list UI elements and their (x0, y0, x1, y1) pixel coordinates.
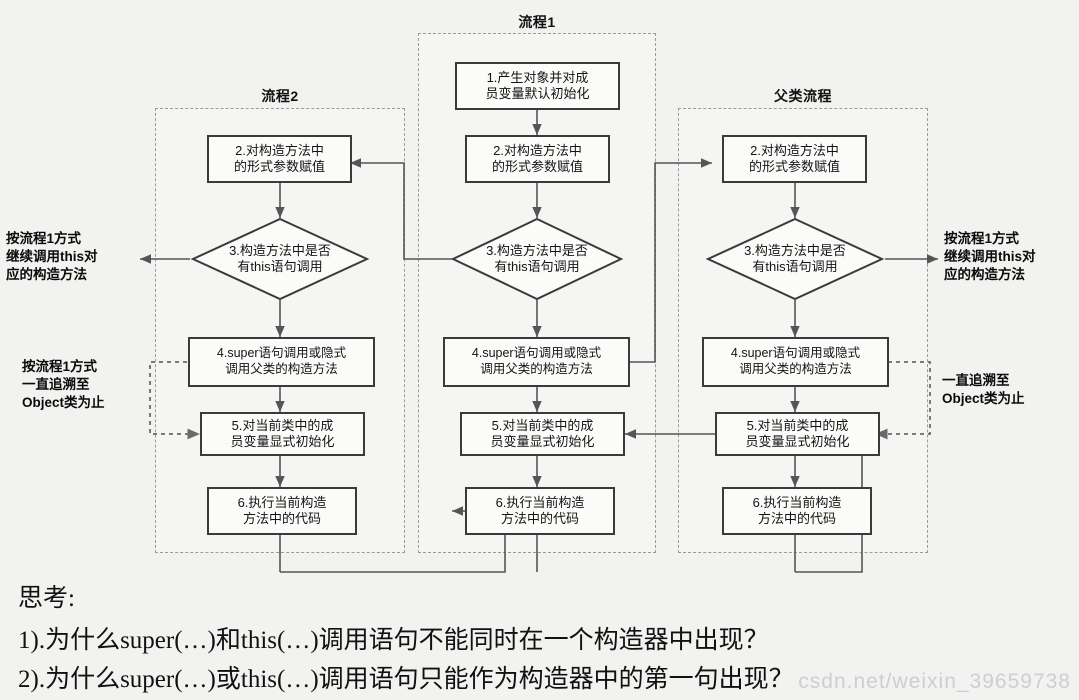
node-flow2-step3[interactable]: 3.构造方法中是否 有this语句调用 (190, 217, 370, 301)
node-flow2-step5-line2: 员变量显式初始化 (230, 434, 335, 449)
annotation-left-object-trace: 按流程1方式 一直追溯至 Object类为止 (22, 358, 105, 413)
node-flow2-step6[interactable]: 6.执行当前构造 方法中的代码 (207, 487, 357, 535)
node-flow2-step5-line1: 5.对当前类中的成 (231, 417, 334, 433)
annotation-left-this-call: 按流程1方式 继续调用this对 应的构造方法 (6, 230, 98, 285)
node-flow2-step6-line2: 方法中的代码 (242, 511, 321, 526)
annotation-right-object-trace-line2: Object类为止 (942, 391, 1025, 407)
notes-section: 思考: 1).为什么super(…)和this(…)调用语句不能同时在一个构造器… (18, 578, 1058, 698)
node-flow1-step1-line1: 1.产生对象并对成 (486, 69, 589, 85)
annotation-left-object-trace-line2: 一直追溯至 (22, 377, 90, 393)
annotation-right-this-call: 按流程1方式 继续调用this对 应的构造方法 (944, 230, 1036, 285)
annotation-right-this-call-line2: 继续调用this对 (944, 249, 1036, 265)
lane-title-flow1: 流程1 (518, 14, 556, 30)
lane-title-flow2: 流程2 (261, 88, 299, 104)
node-flow2-step4-line1: 4.super语句调用或隐式 (216, 346, 347, 361)
annotation-left-this-call-line1: 按流程1方式 (6, 231, 82, 246)
node-flow1-step5[interactable]: 5.对当前类中的成 员变量显式初始化 (460, 412, 625, 456)
node-flow1-step2-line1: 2.对构造方法中 (493, 142, 582, 158)
node-parent-step4-line1: 4.super语句调用或隐式 (730, 346, 861, 361)
node-flow1-step3[interactable]: 3.构造方法中是否 有this语句调用 (450, 217, 624, 301)
annotation-right-object-trace-line1: 一直追溯至 (942, 373, 1010, 388)
node-flow2-step5[interactable]: 5.对当前类中的成 员变量显式初始化 (200, 412, 365, 456)
lane-title-parent-flow: 父类流程 (774, 88, 832, 104)
annotation-left-this-call-line2: 继续调用this对 (6, 249, 98, 265)
node-flow1-step2[interactable]: 2.对构造方法中 的形式参数赋值 (465, 135, 610, 183)
node-parent-step4[interactable]: 4.super语句调用或隐式 调用父类的构造方法 (702, 337, 889, 387)
annotation-right-object-trace: 一直追溯至 Object类为止 (942, 372, 1025, 408)
node-parent-step3[interactable]: 3.构造方法中是否 有this语句调用 (705, 217, 885, 301)
notes-question-2: 2).为什么super(…)或this(…)调用语句只能作为构造器中的第一句出现… (18, 666, 794, 693)
node-flow1-step6-line1: 6.执行当前构造 (495, 494, 585, 510)
node-flow2-step2[interactable]: 2.对构造方法中 的形式参数赋值 (207, 135, 352, 183)
annotation-left-object-trace-line3: Object类为止 (22, 395, 105, 411)
node-parent-step2[interactable]: 2.对构造方法中 的形式参数赋值 (722, 135, 867, 183)
node-parent-step5-line2: 员变量显式初始化 (745, 434, 850, 449)
node-flow1-step2-line2: 的形式参数赋值 (491, 159, 583, 174)
annotation-right-this-call-line1: 按流程1方式 (944, 231, 1020, 246)
node-parent-step5-line1: 5.对当前类中的成 (746, 417, 849, 433)
notes-heading: 思考: (18, 585, 75, 612)
node-flow2-step2-line1: 2.对构造方法中 (235, 142, 324, 158)
annotation-left-this-call-line3: 应的构造方法 (6, 267, 87, 283)
node-flow1-step1[interactable]: 1.产生对象并对成 员变量默认初始化 (455, 62, 620, 110)
node-flow1-step5-line1: 5.对当前类中的成 (491, 417, 594, 433)
watermark: csdn.net/weixin_39659738 (798, 670, 1071, 693)
node-parent-step2-line1: 2.对构造方法中 (750, 142, 839, 158)
node-flow2-step2-line2: 的形式参数赋值 (233, 159, 325, 174)
node-flow1-step1-line2: 员变量默认初始化 (485, 86, 590, 101)
node-parent-step6-line2: 方法中的代码 (757, 511, 836, 526)
node-flow1-step6-line2: 方法中的代码 (500, 511, 579, 526)
node-parent-step5[interactable]: 5.对当前类中的成 员变量显式初始化 (715, 412, 880, 456)
node-parent-step6-line1: 6.执行当前构造 (752, 494, 842, 510)
node-flow1-step6[interactable]: 6.执行当前构造 方法中的代码 (465, 487, 615, 535)
node-flow1-step4-line1: 4.super语句调用或隐式 (471, 346, 602, 361)
node-parent-step4-line2: 调用父类的构造方法 (739, 362, 852, 376)
node-flow1-step4[interactable]: 4.super语句调用或隐式 调用父类的构造方法 (443, 337, 630, 387)
node-flow2-step4-line2: 调用父类的构造方法 (225, 362, 338, 376)
node-flow2-step4[interactable]: 4.super语句调用或隐式 调用父类的构造方法 (188, 337, 375, 387)
notes-question-1: 1).为什么super(…)和this(…)调用语句不能同时在一个构造器中出现？ (18, 627, 769, 654)
annotation-left-object-trace-line1: 按流程1方式 (22, 359, 98, 374)
node-parent-step2-line2: 的形式参数赋值 (748, 159, 840, 174)
node-flow1-step4-line2: 调用父类的构造方法 (480, 362, 593, 376)
node-parent-step6[interactable]: 6.执行当前构造 方法中的代码 (722, 487, 872, 535)
node-flow1-step5-line2: 员变量显式初始化 (490, 434, 595, 449)
annotation-right-this-call-line3: 应的构造方法 (944, 267, 1025, 283)
node-flow2-step6-line1: 6.执行当前构造 (237, 494, 327, 510)
